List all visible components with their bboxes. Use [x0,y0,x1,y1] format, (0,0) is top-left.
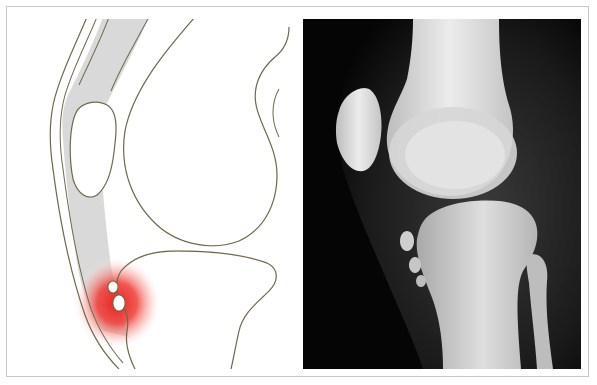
patella [70,102,116,197]
knee-xray [303,19,581,369]
xray-ossicle [409,257,421,273]
knee-illustration-panel [17,19,294,369]
knee-illustration [17,19,294,369]
ossicle [108,281,118,293]
ossicle [113,295,125,311]
femur [124,19,289,246]
xray-ossicle [400,231,414,251]
femur-posterior [273,89,279,137]
figure-frame [6,6,589,377]
xray-ossicle [416,275,426,287]
knee-xray-panel [303,19,581,369]
femoral-condyle-inner [405,121,505,189]
